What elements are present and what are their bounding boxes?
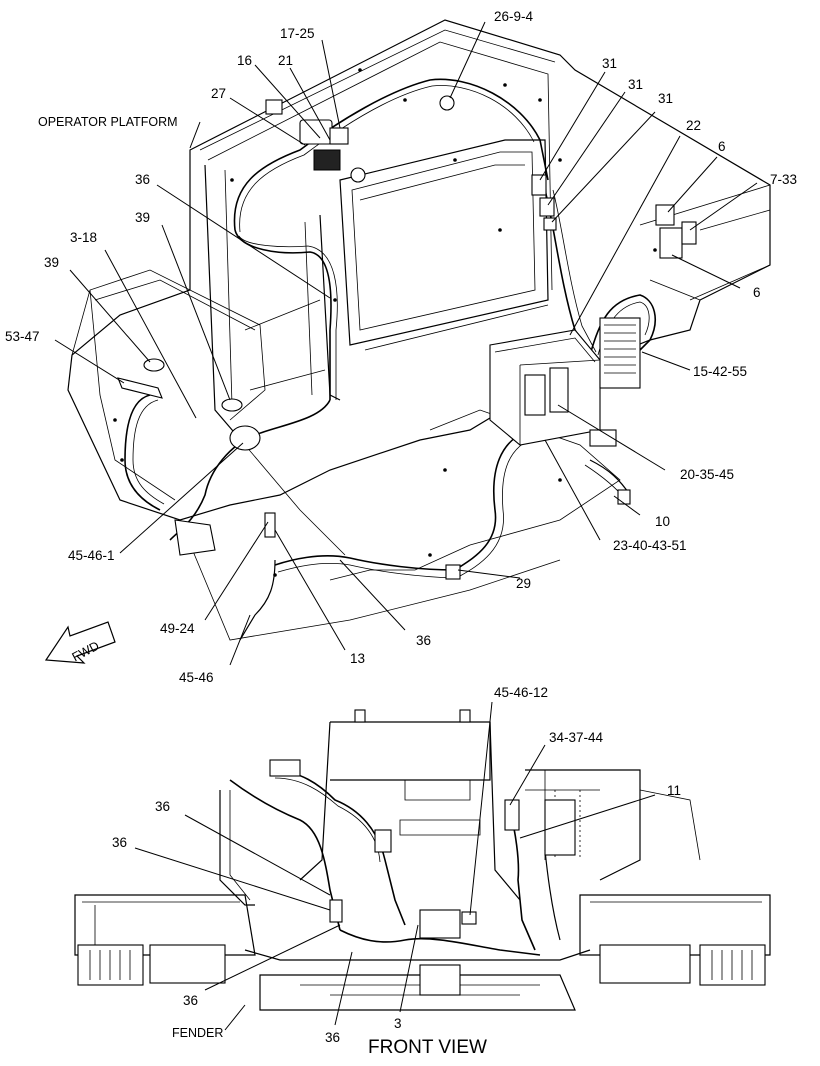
clip-45-46-1 [229,425,261,451]
clip-29 [445,564,461,580]
front-view-structure [74,709,771,1011]
callout-26-9-4: 26-9-4 [494,9,534,24]
callout-3: 3 [394,1016,402,1031]
callout-34-37-44: 34-37-44 [549,730,604,745]
leader-lines [54,21,758,1031]
callout-15-42-55: 15-42-55 [693,364,747,379]
callout-21: 21 [278,53,293,68]
top-connector-cluster [265,99,366,183]
connector-10 [617,489,631,505]
callout-36-f: 36 [325,1030,340,1045]
connector-20-35-45 [589,429,617,447]
ecm-module [489,329,601,446]
callout-36-a: 36 [135,172,150,187]
connector-31-cluster [531,174,557,231]
fwd-label: FWD [70,639,102,665]
callout-22: 22 [686,118,701,133]
callout-29: 29 [516,576,531,591]
callout-17-25: 17-25 [280,26,315,41]
callout-31-b: 31 [628,77,643,92]
callout-36-d: 36 [112,835,127,850]
callout-45-46: 45-46 [179,670,214,685]
callout-10: 10 [655,514,670,529]
callouts: 26-9-4 17-25 16 21 27 31 31 31 22 6 7-33… [5,9,797,1045]
callout-49-24: 49-24 [160,621,195,636]
callout-6-a: 6 [718,139,726,154]
grommet-39-a [143,358,165,372]
operator-platform-label: OPERATOR PLATFORM [38,115,178,129]
callout-16: 16 [237,53,252,68]
plate-53-47 [117,377,163,399]
callout-7-33: 7-33 [770,172,797,187]
callout-31-c: 31 [658,91,673,106]
connector-6-cluster [655,204,697,259]
callout-45-46-12: 45-46-12 [494,685,548,700]
connector-26-9-4 [439,95,455,111]
fwd-arrow: FWD [44,621,116,665]
callout-6-b: 6 [753,285,761,300]
fender-left [74,894,256,986]
fender-label: FENDER [172,1026,223,1040]
upper-components [117,95,697,580]
front-view-label: FRONT VIEW [368,1037,487,1058]
callout-39-a: 39 [135,210,150,225]
callout-36-c: 36 [155,799,170,814]
callout-23-40-43-51: 23-40-43-51 [613,538,687,553]
callout-20-35-45: 20-35-45 [680,467,734,482]
callout-39-b: 39 [44,255,59,270]
callout-45-46-1: 45-46-1 [68,548,115,563]
callout-53-47: 53-47 [5,329,40,344]
callout-36-e: 36 [183,993,198,1008]
callout-27: 27 [211,86,226,101]
callout-13: 13 [350,651,365,666]
callout-11: 11 [667,783,681,798]
bracket-49-24 [174,512,276,556]
callout-36-b: 36 [416,633,431,648]
callout-31-a: 31 [602,56,617,71]
relay-block [599,317,641,389]
fender-right [579,894,771,986]
callout-3-18: 3-18 [70,230,97,245]
grommet-39-b [221,398,243,412]
